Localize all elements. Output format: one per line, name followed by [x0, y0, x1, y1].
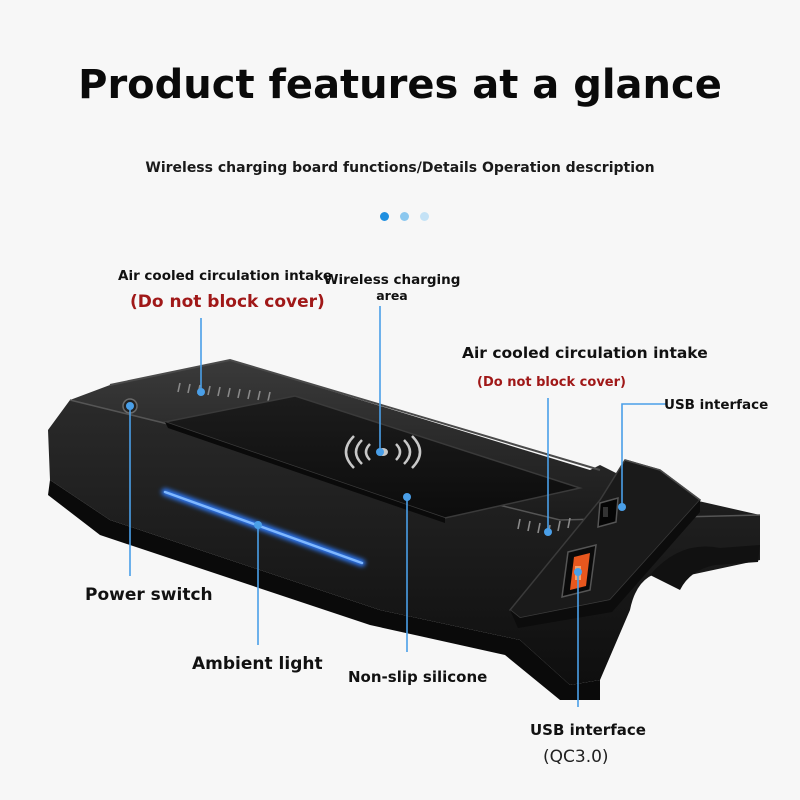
label-usb-interface-bottom: USB interface	[530, 721, 646, 739]
label-air-intake-right: Air cooled circulation intake	[462, 344, 708, 362]
label-wireless-line2: area	[376, 288, 408, 303]
label-ambient-light: Ambient light	[192, 654, 323, 674]
label-power-switch: Power switch	[85, 585, 213, 605]
carousel-dot[interactable]	[400, 212, 409, 221]
label-usb-spec: (QC3.0)	[543, 747, 609, 767]
page-subtitle: Wireless charging board functions/Detail…	[145, 160, 655, 176]
callout-dots	[126, 388, 626, 576]
carousel-dot[interactable]	[420, 212, 429, 221]
carousel-dot-active[interactable]	[380, 212, 389, 221]
page-title: Product features at a glance	[78, 62, 722, 108]
label-air-intake-left: Air cooled circulation intake	[118, 268, 333, 284]
warning-do-not-block-left: (Do not block cover)	[130, 292, 325, 312]
warning-do-not-block-right: (Do not block cover)	[477, 375, 626, 390]
callout-lines	[129, 306, 666, 707]
label-non-slip-silicone: Non-slip silicone	[348, 668, 488, 686]
label-wireless-line1: Wireless charging	[323, 272, 461, 288]
air-intake-vent-right	[517, 517, 571, 536]
ambient-light-strip	[161, 488, 366, 567]
label-usb-interface-top: USB interface	[664, 397, 769, 413]
usb-port-top	[597, 496, 619, 529]
label-wireless-charging-area: Wireless charging area	[322, 272, 462, 303]
